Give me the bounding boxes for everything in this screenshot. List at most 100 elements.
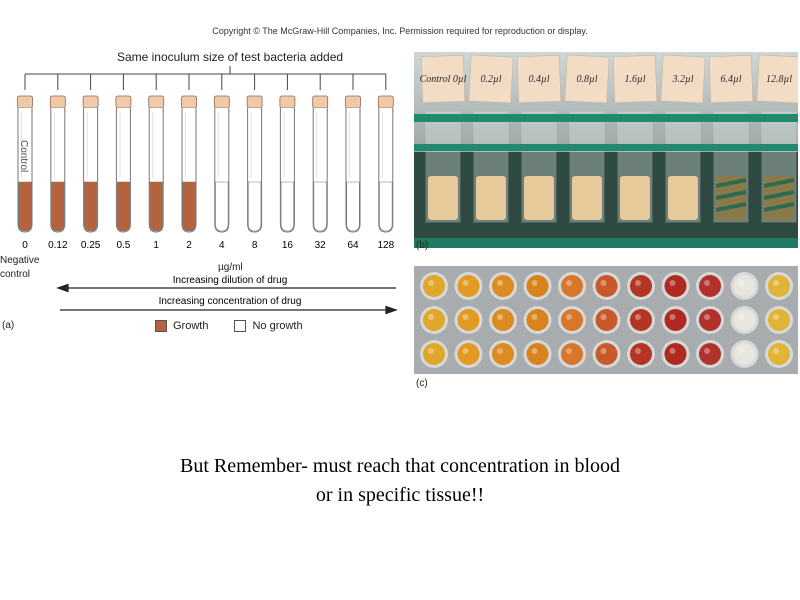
no-growth-swatch	[234, 320, 247, 332]
turbid-culture	[668, 176, 698, 220]
inoculum-label: Same inoculum size of test bacteria adde…	[116, 50, 344, 64]
well-fill	[561, 309, 583, 331]
panel-b-label: (b)	[416, 240, 429, 251]
concentration-label: 0.5	[116, 240, 130, 251]
test-tube	[377, 95, 394, 233]
test-tube	[345, 95, 361, 233]
well-glare	[428, 280, 434, 286]
well-fill	[699, 309, 721, 331]
tube-paper-label	[660, 54, 706, 104]
growth-liquid	[51, 181, 65, 232]
well-glare	[738, 314, 745, 320]
well-fill	[768, 343, 790, 365]
well	[523, 340, 552, 368]
rack-tube: 3.2µl	[660, 54, 706, 223]
concentration-arrow-label: Increasing concentration of drug	[159, 296, 302, 307]
well	[523, 306, 552, 334]
growth-liquid	[18, 181, 32, 232]
well-glare	[497, 348, 503, 354]
clear-liquid	[215, 181, 229, 232]
microwell-plate-photo	[414, 266, 798, 374]
well-glare	[497, 314, 503, 320]
rack-tube: 0.4µl	[516, 54, 562, 223]
well	[661, 306, 690, 334]
well	[661, 272, 690, 300]
well-fill	[630, 309, 652, 331]
well	[489, 272, 517, 300]
well-fill	[768, 309, 790, 331]
tube-volume-label: 0.8µl	[576, 74, 597, 85]
tube-cap	[312, 95, 329, 109]
well	[558, 272, 586, 300]
dilution-arrow-label: Increasing dilution of drug	[173, 275, 288, 286]
well-glare	[531, 348, 538, 354]
tube-cap	[345, 95, 361, 109]
concentration-label: 1	[153, 240, 159, 251]
well-glare	[428, 348, 434, 354]
reminder-line-1: But Remember- must reach that concentrat…	[179, 455, 621, 477]
well-fill	[595, 309, 618, 331]
test-tube	[115, 95, 132, 233]
tube-paper-label	[708, 54, 754, 104]
growth-liquid	[182, 181, 196, 232]
concentration-label: 32	[315, 240, 327, 251]
well	[420, 272, 448, 300]
well	[489, 306, 517, 334]
copyright-notice: Copyright © The McGraw-Hill Companies, I…	[212, 26, 588, 36]
well	[454, 306, 483, 334]
well-fill	[699, 343, 721, 365]
well-glare	[704, 314, 710, 320]
wells	[420, 272, 793, 368]
well	[696, 340, 724, 368]
rack-bar-visible	[763, 178, 795, 212]
tube-group: Control	[17, 95, 394, 233]
well-glare	[635, 280, 641, 286]
well	[558, 306, 586, 334]
well	[420, 340, 448, 368]
growth-liquid	[84, 181, 98, 232]
well-fill	[699, 275, 721, 297]
well-fill	[423, 309, 445, 331]
well-fill	[664, 309, 687, 331]
well	[454, 340, 483, 368]
well-glare	[669, 314, 676, 320]
tube-volume-label: 1.6µl	[624, 74, 645, 85]
microwell-plate	[414, 266, 798, 374]
well	[523, 272, 552, 300]
tube-cap	[213, 95, 230, 109]
well-glare	[531, 314, 538, 320]
well	[454, 272, 483, 300]
tube-paper-label	[468, 54, 514, 104]
well-fill	[561, 275, 583, 297]
tube-volume-label: 6.4µl	[720, 74, 741, 85]
rack-tube: 6.4µl	[708, 54, 754, 223]
well	[592, 306, 621, 334]
well-glare	[600, 348, 607, 354]
dilution-arrow	[56, 283, 396, 293]
control-tube-text: Control	[18, 140, 29, 172]
well-fill	[492, 309, 514, 331]
turbid-culture	[572, 176, 602, 220]
tube-paper-label	[612, 54, 658, 104]
well	[730, 272, 759, 300]
reminder-note: But Remember- must reach that concentrat…	[60, 452, 740, 510]
well-glare	[497, 280, 503, 286]
well-fill	[526, 343, 549, 365]
well-fill	[768, 275, 790, 297]
well	[627, 340, 655, 368]
turbid-culture	[428, 176, 458, 220]
tube-volume-label: 3.2µl	[671, 74, 693, 85]
tube-volume-label: Control 0µl	[420, 74, 467, 85]
well-glare	[669, 348, 676, 354]
tube-paper-label	[420, 54, 466, 104]
well-glare	[600, 280, 607, 286]
well-glare	[600, 314, 607, 320]
negative-control-label: Negative control	[0, 255, 40, 280]
well-fill	[457, 343, 480, 365]
well	[661, 340, 690, 368]
well	[696, 306, 724, 334]
well-glare	[462, 280, 469, 286]
